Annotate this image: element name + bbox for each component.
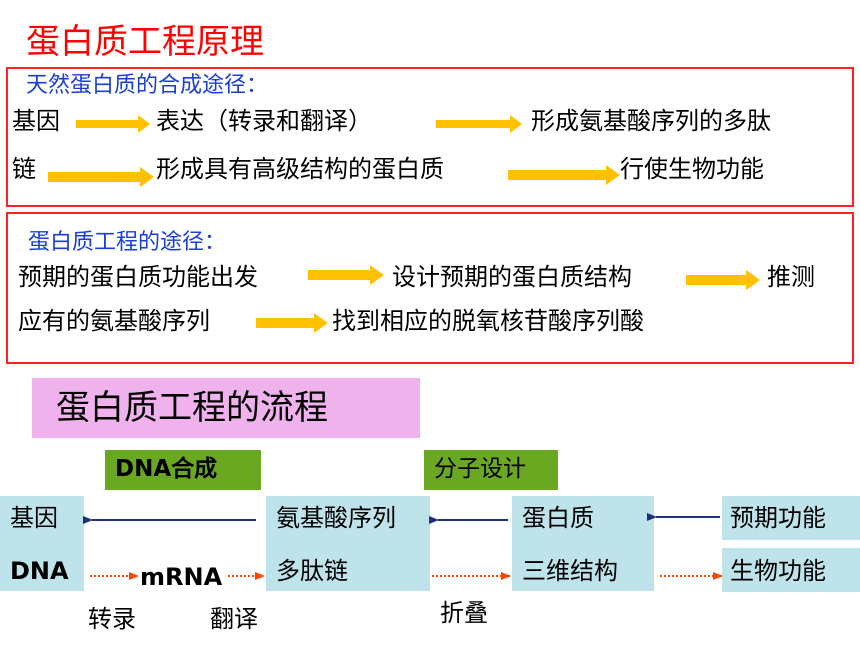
protein-box [512, 496, 654, 591]
engineering-step-design: 设计预期的蛋白质结构 [392, 263, 632, 291]
engineering-pathway-box [6, 212, 854, 364]
natural-step-structure: 形成具有高级结构的蛋白质 [156, 155, 444, 183]
expected-function-box [722, 496, 860, 540]
translation-label: 翻译 [210, 605, 258, 633]
natural-step-expression: 表达（转录和翻译） [156, 107, 372, 135]
yellow-arrow-3 [48, 167, 154, 187]
natural-step-chain: 链 [12, 155, 36, 183]
yellow-arrow-5 [308, 265, 384, 285]
dna-synthesis-label: DNA合成 [105, 450, 261, 490]
expected-function-label: 预期功能 [730, 504, 826, 532]
3d-structure-label: 三维结构 [522, 557, 618, 585]
natural-pathway-heading: 天然蛋白质的合成途径： [26, 73, 269, 98]
engineering-step-aa: 应有的氨基酸序列 [18, 307, 210, 335]
yellow-arrow-2 [436, 115, 522, 133]
natural-pathway-box [6, 67, 854, 207]
mrna-label: mRNA [140, 563, 223, 591]
biological-function-box [722, 548, 860, 592]
page-title: 蛋白质工程原理 [26, 22, 264, 62]
flow-heading: 蛋白质工程的流程 [56, 388, 328, 428]
yellow-arrow-4 [508, 165, 620, 185]
natural-step-polypeptide: 形成氨基酸序列的多肽 [531, 107, 771, 135]
yellow-arrow-7 [256, 313, 328, 333]
yellow-arrow-6 [686, 270, 760, 290]
amino-acid-sequence-label: 氨基酸序列 [276, 504, 396, 532]
engineering-pathway-heading: 蛋白质工程的途径： [28, 230, 227, 255]
polypeptide-label: 多肽链 [276, 557, 348, 585]
molecular-design-label: 分子设计 [424, 450, 558, 490]
engineering-step-function: 预期的蛋白质功能出发 [18, 263, 258, 291]
natural-step-gene: 基因 [12, 107, 60, 135]
engineering-step-infer: 推测 [767, 263, 815, 291]
protein-label: 蛋白质 [522, 504, 594, 532]
natural-step-function: 行使生物功能 [620, 155, 764, 183]
flow-heading-box [32, 378, 420, 438]
gene-label: 基因 [10, 504, 58, 532]
folding-label: 折叠 [440, 599, 488, 627]
engineering-step-dna: 找到相应的脱氧核苷酸序列酸 [332, 307, 644, 335]
amino-acid-box [266, 496, 430, 591]
gene-box [0, 496, 84, 591]
biological-function-label: 生物功能 [730, 557, 826, 585]
dna-label: DNA [10, 557, 69, 585]
transcription-label: 转录 [88, 605, 136, 633]
yellow-arrow-1 [76, 115, 150, 133]
